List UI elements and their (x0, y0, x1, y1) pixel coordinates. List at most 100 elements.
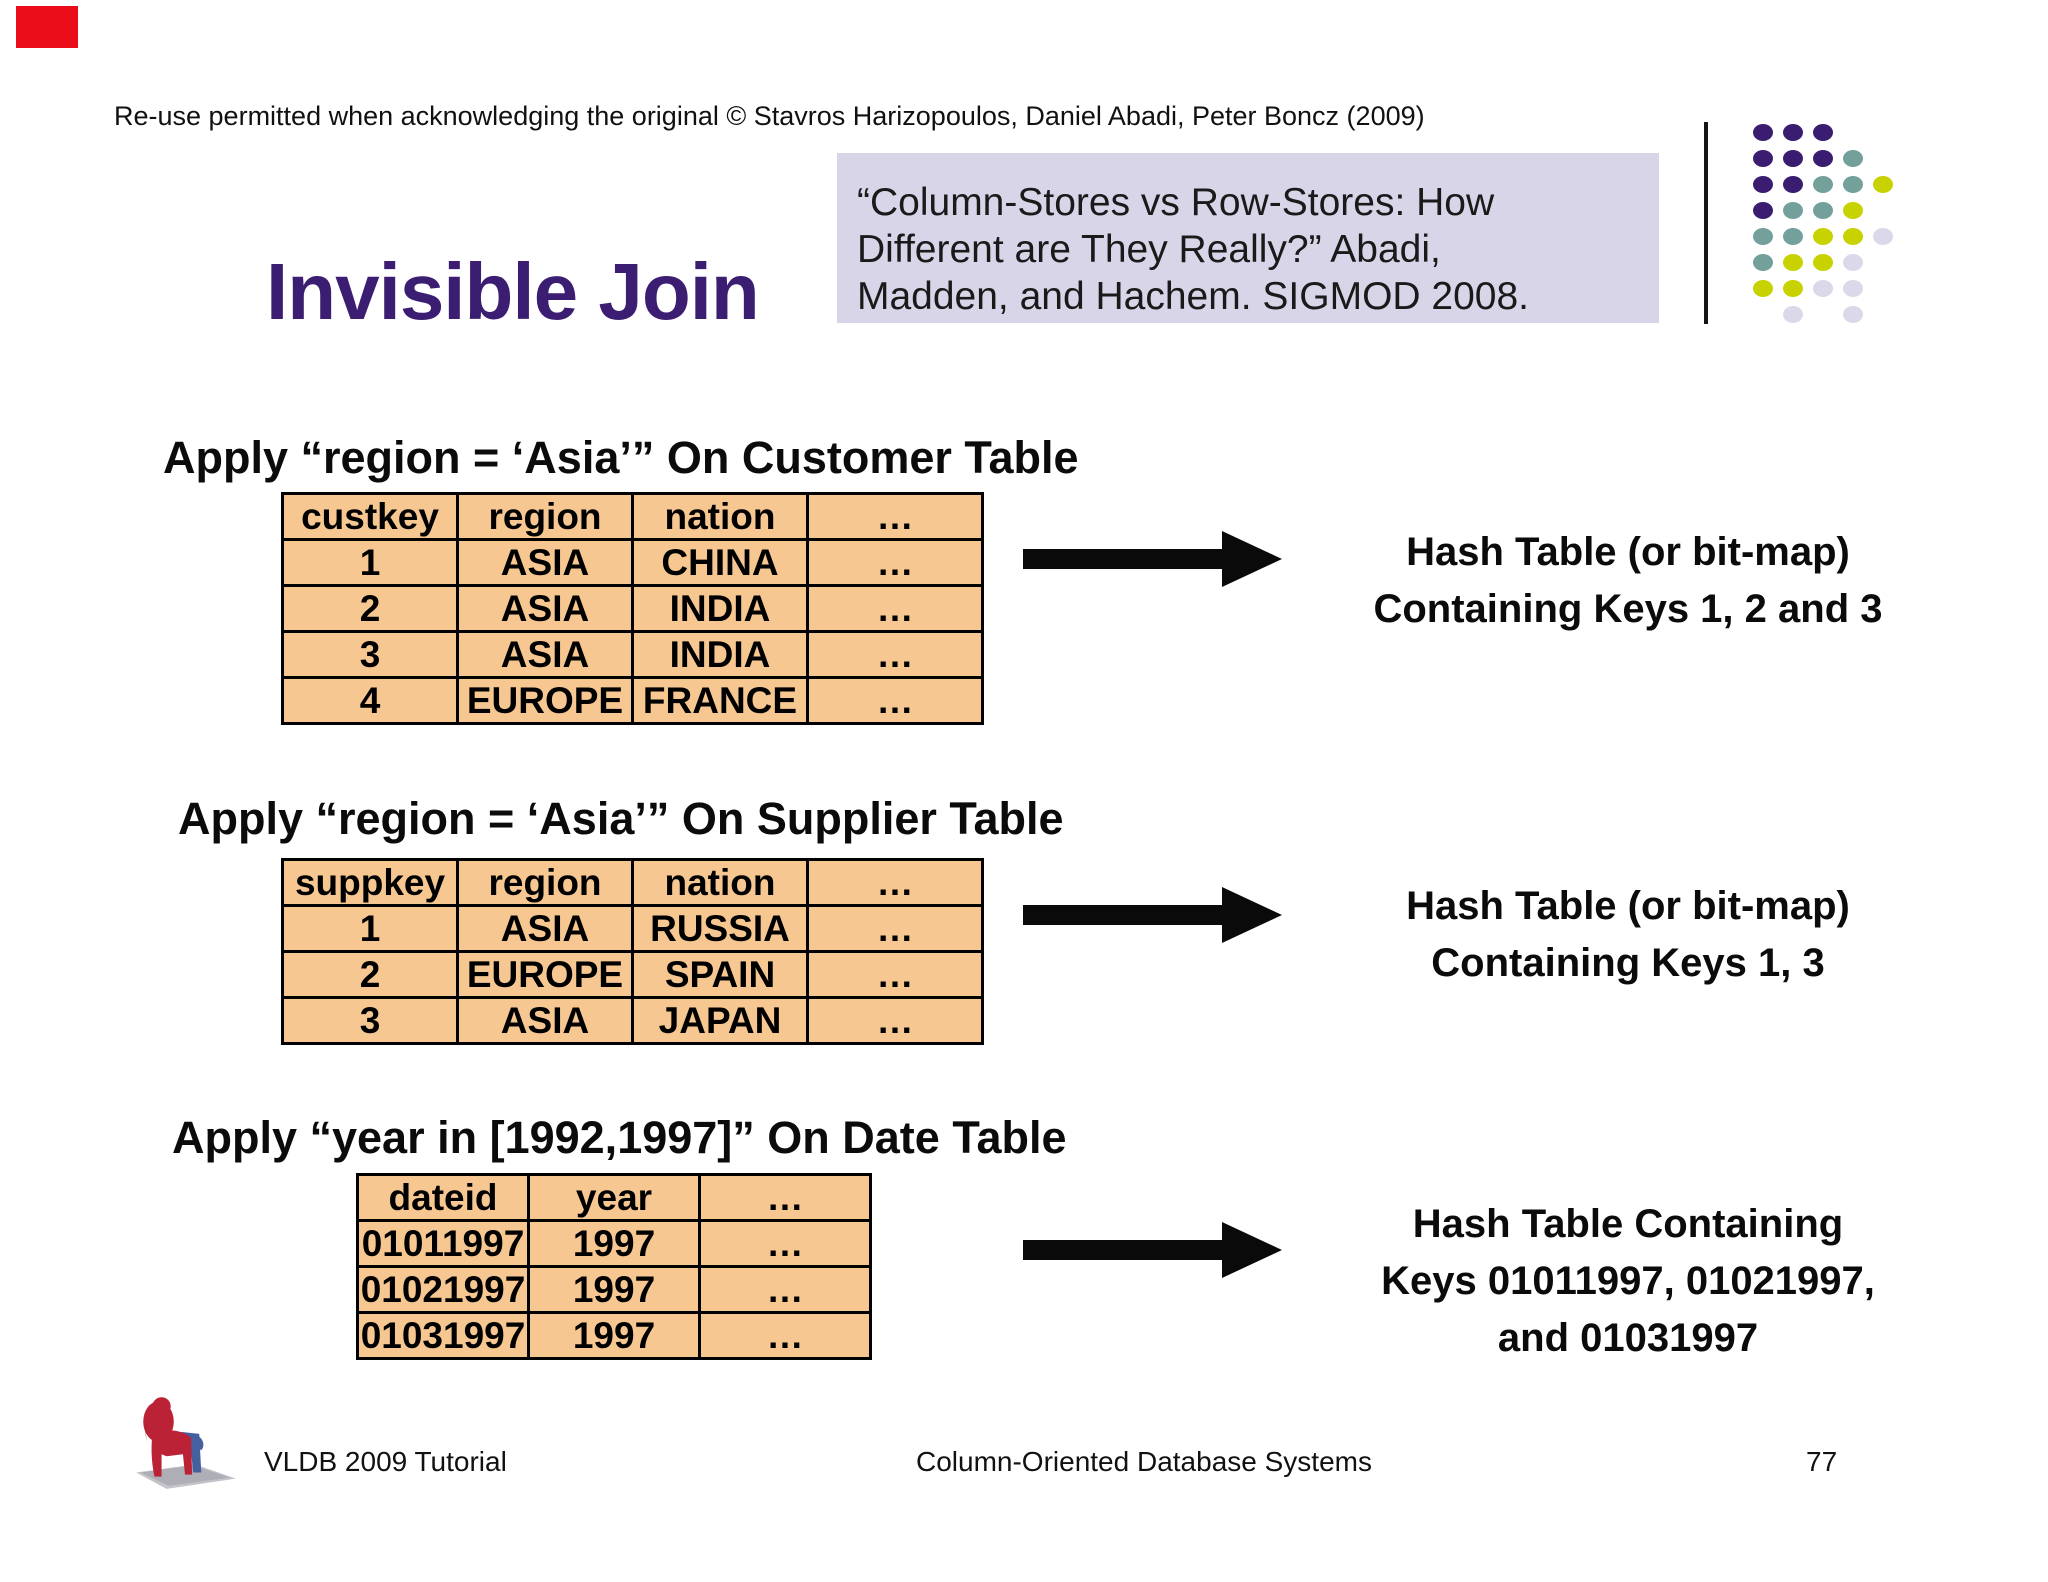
table-cell: 2 (281, 584, 459, 633)
dot (1753, 124, 1773, 141)
table-cell: FRANCE (631, 676, 809, 725)
result-line: Containing Keys 1, 2 and 3 (1373, 587, 1883, 631)
dot (1783, 124, 1803, 141)
footer-center-label: Column-Oriented Database Systems (916, 1446, 1372, 1477)
table-cell: … (806, 584, 984, 633)
dot (1843, 150, 1863, 167)
table-cell: 01011997 (356, 1219, 530, 1268)
table-cell: … (806, 950, 984, 999)
dot (1843, 254, 1863, 271)
table-cell: … (698, 1265, 872, 1314)
dot (1843, 202, 1863, 219)
dot (1783, 280, 1803, 297)
table-cell: ASIA (456, 538, 634, 587)
table-cell: … (806, 676, 984, 725)
footer-left-label: VLDB 2009 Tutorial (264, 1446, 507, 1477)
dot (1873, 228, 1893, 245)
column-header: … (698, 1173, 872, 1222)
dot (1753, 176, 1773, 193)
dot (1843, 228, 1863, 245)
column-header: suppkey (281, 858, 459, 907)
dot (1783, 306, 1803, 323)
page-title: Invisible Join (266, 247, 760, 336)
arrow-head-icon (1222, 1222, 1282, 1278)
citation-line: “Column-Stores vs Row-Stores: How (857, 181, 1495, 224)
dot (1753, 150, 1773, 167)
table-cell: EUROPE (456, 950, 634, 999)
table-cell: 01021997 (356, 1265, 530, 1314)
flow-arrow (1023, 531, 1283, 587)
dot (1813, 280, 1833, 297)
column-header: … (806, 492, 984, 541)
flow-arrow (1023, 887, 1283, 943)
table-cell: 1 (281, 538, 459, 587)
column-header: dateid (356, 1173, 530, 1222)
dot (1843, 280, 1863, 297)
dot (1813, 202, 1833, 219)
dot (1813, 228, 1833, 245)
table-cell: 1997 (527, 1311, 701, 1360)
dot (1843, 306, 1863, 323)
column-header: year (527, 1173, 701, 1222)
table-cell: 3 (281, 630, 459, 679)
vldb-lion-logo (136, 1397, 236, 1489)
result-line: Hash Table (or bit-map) (1406, 530, 1850, 574)
column-header: custkey (281, 492, 459, 541)
table-cell: CHINA (631, 538, 809, 587)
hash-result-customer: Hash Table (or bit-map) Containing Keys 1… (1320, 524, 1936, 638)
table-cell: ASIA (456, 996, 634, 1045)
table-cell: 4 (281, 676, 459, 725)
table-cell: ASIA (456, 630, 634, 679)
dot (1753, 254, 1773, 271)
table-cell: … (806, 904, 984, 953)
table-cell: … (806, 538, 984, 587)
table-cell: 1 (281, 904, 459, 953)
table-cell: … (698, 1311, 872, 1360)
reuse-notice: Re-use permitted when acknowledging the … (114, 101, 1425, 131)
citation-line: Different are They Really?” Abadi, (857, 228, 1441, 271)
table-cell: 3 (281, 996, 459, 1045)
column-header: region (456, 858, 634, 907)
divider-line (1704, 122, 1708, 324)
dot (1753, 202, 1773, 219)
table-cell: INDIA (631, 630, 809, 679)
table-cell: EUROPE (456, 676, 634, 725)
dot (1783, 202, 1803, 219)
flow-arrow (1023, 1222, 1283, 1278)
arrow-tail (1023, 549, 1223, 569)
dot (1843, 176, 1863, 193)
apply-heading-date: Apply “year in [1992,1997]” On Date Tabl… (172, 1112, 1067, 1163)
column-header: … (806, 858, 984, 907)
table-cell: … (806, 630, 984, 679)
table-cell: 01031997 (356, 1311, 530, 1360)
page-number: 77 (1806, 1446, 1838, 1477)
dot (1753, 280, 1773, 297)
result-line: Containing Keys 1, 3 (1431, 941, 1825, 985)
citation-line: Madden, and Hachem. SIGMOD 2008. (857, 275, 1530, 318)
arrow-tail (1023, 905, 1223, 925)
table-cell: SPAIN (631, 950, 809, 999)
dot (1753, 228, 1773, 245)
column-header: nation (631, 492, 809, 541)
dot (1783, 228, 1803, 245)
dot (1783, 176, 1803, 193)
apply-heading-customer: Apply “region = ‘Asia’” On Customer Tabl… (163, 432, 1079, 483)
dot (1813, 176, 1833, 193)
arrow-head-icon (1222, 887, 1282, 943)
